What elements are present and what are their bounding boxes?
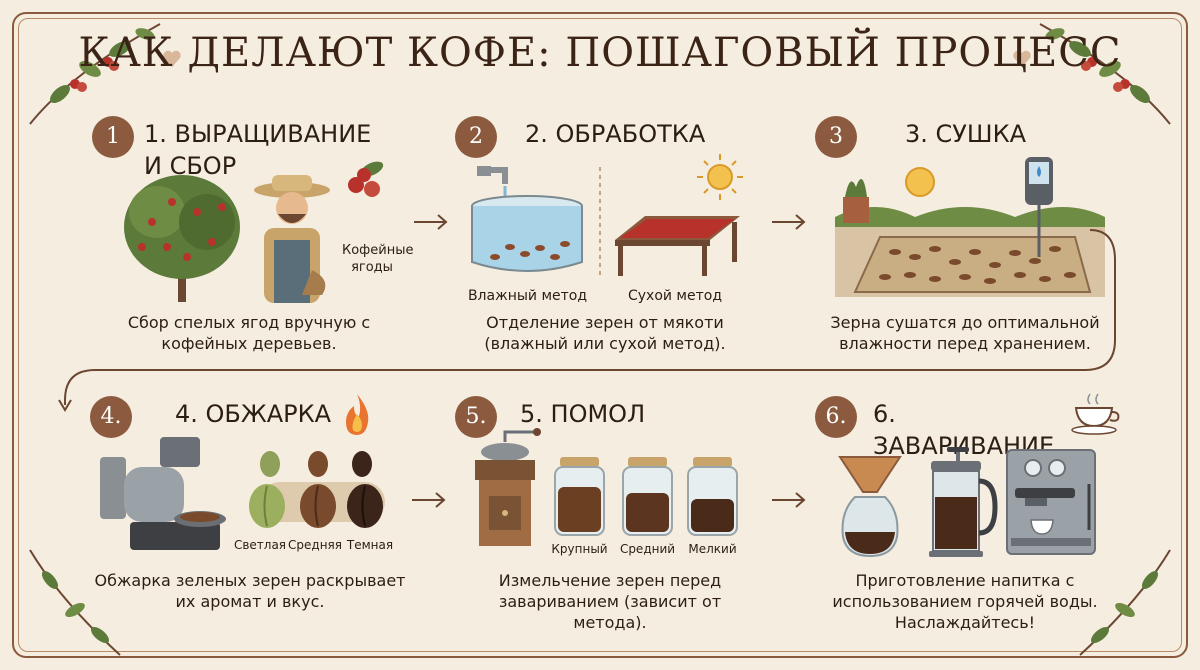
roast-dark-label: Темная xyxy=(346,538,394,552)
roast-medium-label: Средняя xyxy=(288,538,342,552)
step-2-number: 2 xyxy=(455,116,497,158)
jar-coarse-icon xyxy=(554,457,605,536)
espresso-machine-icon xyxy=(1006,449,1096,555)
arrow-2-3-icon xyxy=(772,214,806,230)
inner-frame xyxy=(18,18,1182,652)
heart-right-icon xyxy=(1013,50,1031,67)
grind-coarse-label: Крупный xyxy=(551,542,608,556)
step-1-description: Сбор спелых ягод вручную с кофейных дере… xyxy=(127,313,371,353)
pour-over-icon xyxy=(838,456,902,558)
grind-fine-label: Мелкий xyxy=(688,542,737,556)
arrow-5-6-icon xyxy=(772,492,806,508)
step-5: 5. 5. ПОМОЛ Крупный Средний Мелкий Измел… xyxy=(455,392,795,670)
corner-branch-top-left-icon xyxy=(29,23,161,125)
step-1-title: 1. ВЫРАЩИВАНИЕ И СБОР xyxy=(144,120,372,180)
step-2-description: Отделение зерен от мякоти (влажный или с… xyxy=(484,313,726,353)
fire-icon xyxy=(346,394,369,435)
drying-patio-icon xyxy=(835,157,1105,297)
arrow-4-5-icon xyxy=(412,492,446,508)
step-3-title: 3. СУШКА xyxy=(905,120,1027,148)
step-4-title: 4. ОБЖАРКА xyxy=(175,400,332,428)
step-4-description: Обжарка зеленых зерен раскрывает их аром… xyxy=(94,571,406,611)
step-2: 2 2. ОБРАБОТКА Влажный метод Сухой метод… xyxy=(455,112,795,412)
step-5-title: 5. ПОМОЛ xyxy=(520,400,646,428)
step-3: 3 3. СУШКА Зерна сушатся до оптимальной … xyxy=(815,112,1155,412)
step-3-description: Зерна сушатся до оптимальной влажности п… xyxy=(830,313,1100,353)
sun-icon xyxy=(697,154,743,200)
step-5-description: Измельчение зерен перед завариванием (за… xyxy=(498,571,722,632)
roaster-icon xyxy=(100,437,226,550)
dry-method-label: Сухой метод xyxy=(627,288,723,304)
corner-branch-bottom-left-icon xyxy=(29,549,121,656)
grinder-icon xyxy=(475,428,541,546)
connector-3-4-icon xyxy=(58,229,1116,412)
drying-bed-icon xyxy=(615,216,740,276)
berries-icon xyxy=(348,161,384,197)
roast-beans-icon xyxy=(249,451,385,528)
step-2-title: 2. ОБРАБОТКА xyxy=(525,120,706,148)
wet-method-label: Влажный метод xyxy=(467,288,588,304)
divider-dashed-icon xyxy=(599,167,601,277)
heart-left-icon xyxy=(163,50,181,67)
outer-frame xyxy=(12,12,1188,658)
coffee-tree-icon xyxy=(124,175,240,302)
step-6: 6. 6. ЗАВАРИВАНИЕ Приготовление напитка … xyxy=(815,392,1155,670)
coffee-cup-icon xyxy=(1071,393,1120,435)
arrow-1-2-icon xyxy=(414,214,448,230)
jar-fine-icon xyxy=(687,457,738,536)
page-title: КАК ДЕЛАЮТ КОФЕ: ПОШАГОВЫЙ ПРОЦЕСС xyxy=(78,30,1122,76)
step-6-number: 6. xyxy=(815,396,857,438)
corner-branch-top-right-icon xyxy=(1039,23,1171,125)
step-1-number: 1 xyxy=(92,116,134,158)
jar-medium-icon xyxy=(622,457,673,536)
grind-medium-label: Средний xyxy=(619,542,676,556)
step-1: 1 1. ВЫРАЩИВАНИЕ И СБОР Кофейные ягоды С… xyxy=(92,112,432,412)
step-3-number: 3 xyxy=(815,116,857,158)
french-press-icon xyxy=(929,447,998,557)
wet-process-tank-icon xyxy=(471,166,583,272)
step-4-number: 4. xyxy=(90,396,132,438)
step-1-berries-label: Кофейные ягоды xyxy=(342,243,414,275)
roast-light-label: Светлая xyxy=(233,538,287,552)
corner-branch-bottom-right-icon xyxy=(1079,549,1171,656)
step-5-number: 5. xyxy=(455,396,497,438)
step-4: 4. 4. ОБЖАРКА Светлая Средняя Темная Обж… xyxy=(90,392,430,670)
farmer-icon xyxy=(254,175,330,303)
step-6-description: Приготовление напитка с использованием г… xyxy=(832,571,1098,632)
